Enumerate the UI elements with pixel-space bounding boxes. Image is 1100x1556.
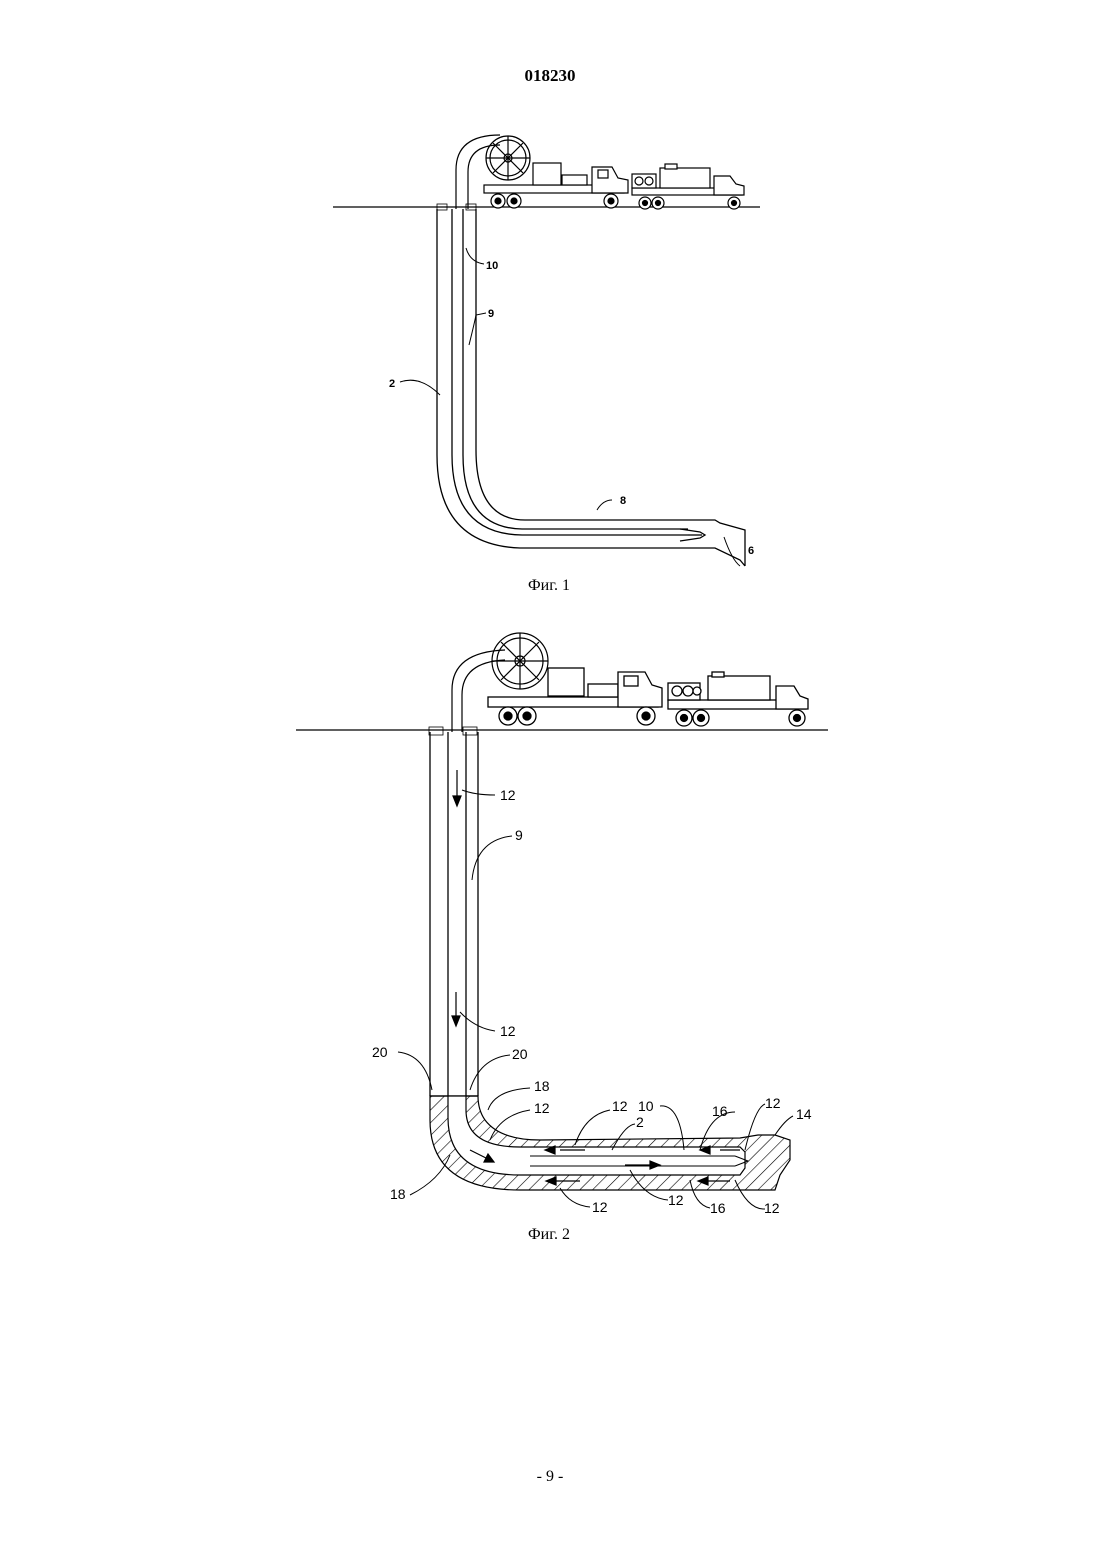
figure-2-caption: Фиг. 2 [449,1226,649,1244]
label-12-bend: 12 [534,1100,550,1116]
label-9: 9 [515,827,523,843]
coiled-tubing-truck-icon-2 [488,668,662,725]
label-20-right: 20 [512,1046,528,1062]
wellbore-2 [430,732,478,1096]
label-18-upper: 18 [534,1078,550,1094]
label-12-lower: 12 [500,1023,516,1039]
label-12-h2: 12 [765,1095,781,1111]
label-18-lower: 18 [390,1186,406,1202]
pump-truck-icon-2 [668,672,808,726]
figure-2-drawing: 12 9 12 20 20 18 12 12 10 2 16 12 14 18 … [0,0,1100,1300]
label-12-bottom2: 12 [668,1192,684,1208]
label-2: 2 [636,1114,644,1130]
page-number: - 9 - [0,1468,1100,1486]
label-16-lower: 16 [710,1200,726,1216]
label-12-top: 12 [500,787,516,803]
label-12-bottom3: 12 [764,1200,780,1216]
label-20-left: 20 [372,1044,388,1060]
reel-icon-2 [492,633,548,689]
label-16-upper: 16 [712,1103,728,1119]
flow-arrows [452,770,740,1185]
label-12-h1: 12 [612,1098,628,1114]
label-12-bottom1: 12 [592,1199,608,1215]
label-14: 14 [796,1106,812,1122]
label-10: 10 [638,1098,654,1114]
